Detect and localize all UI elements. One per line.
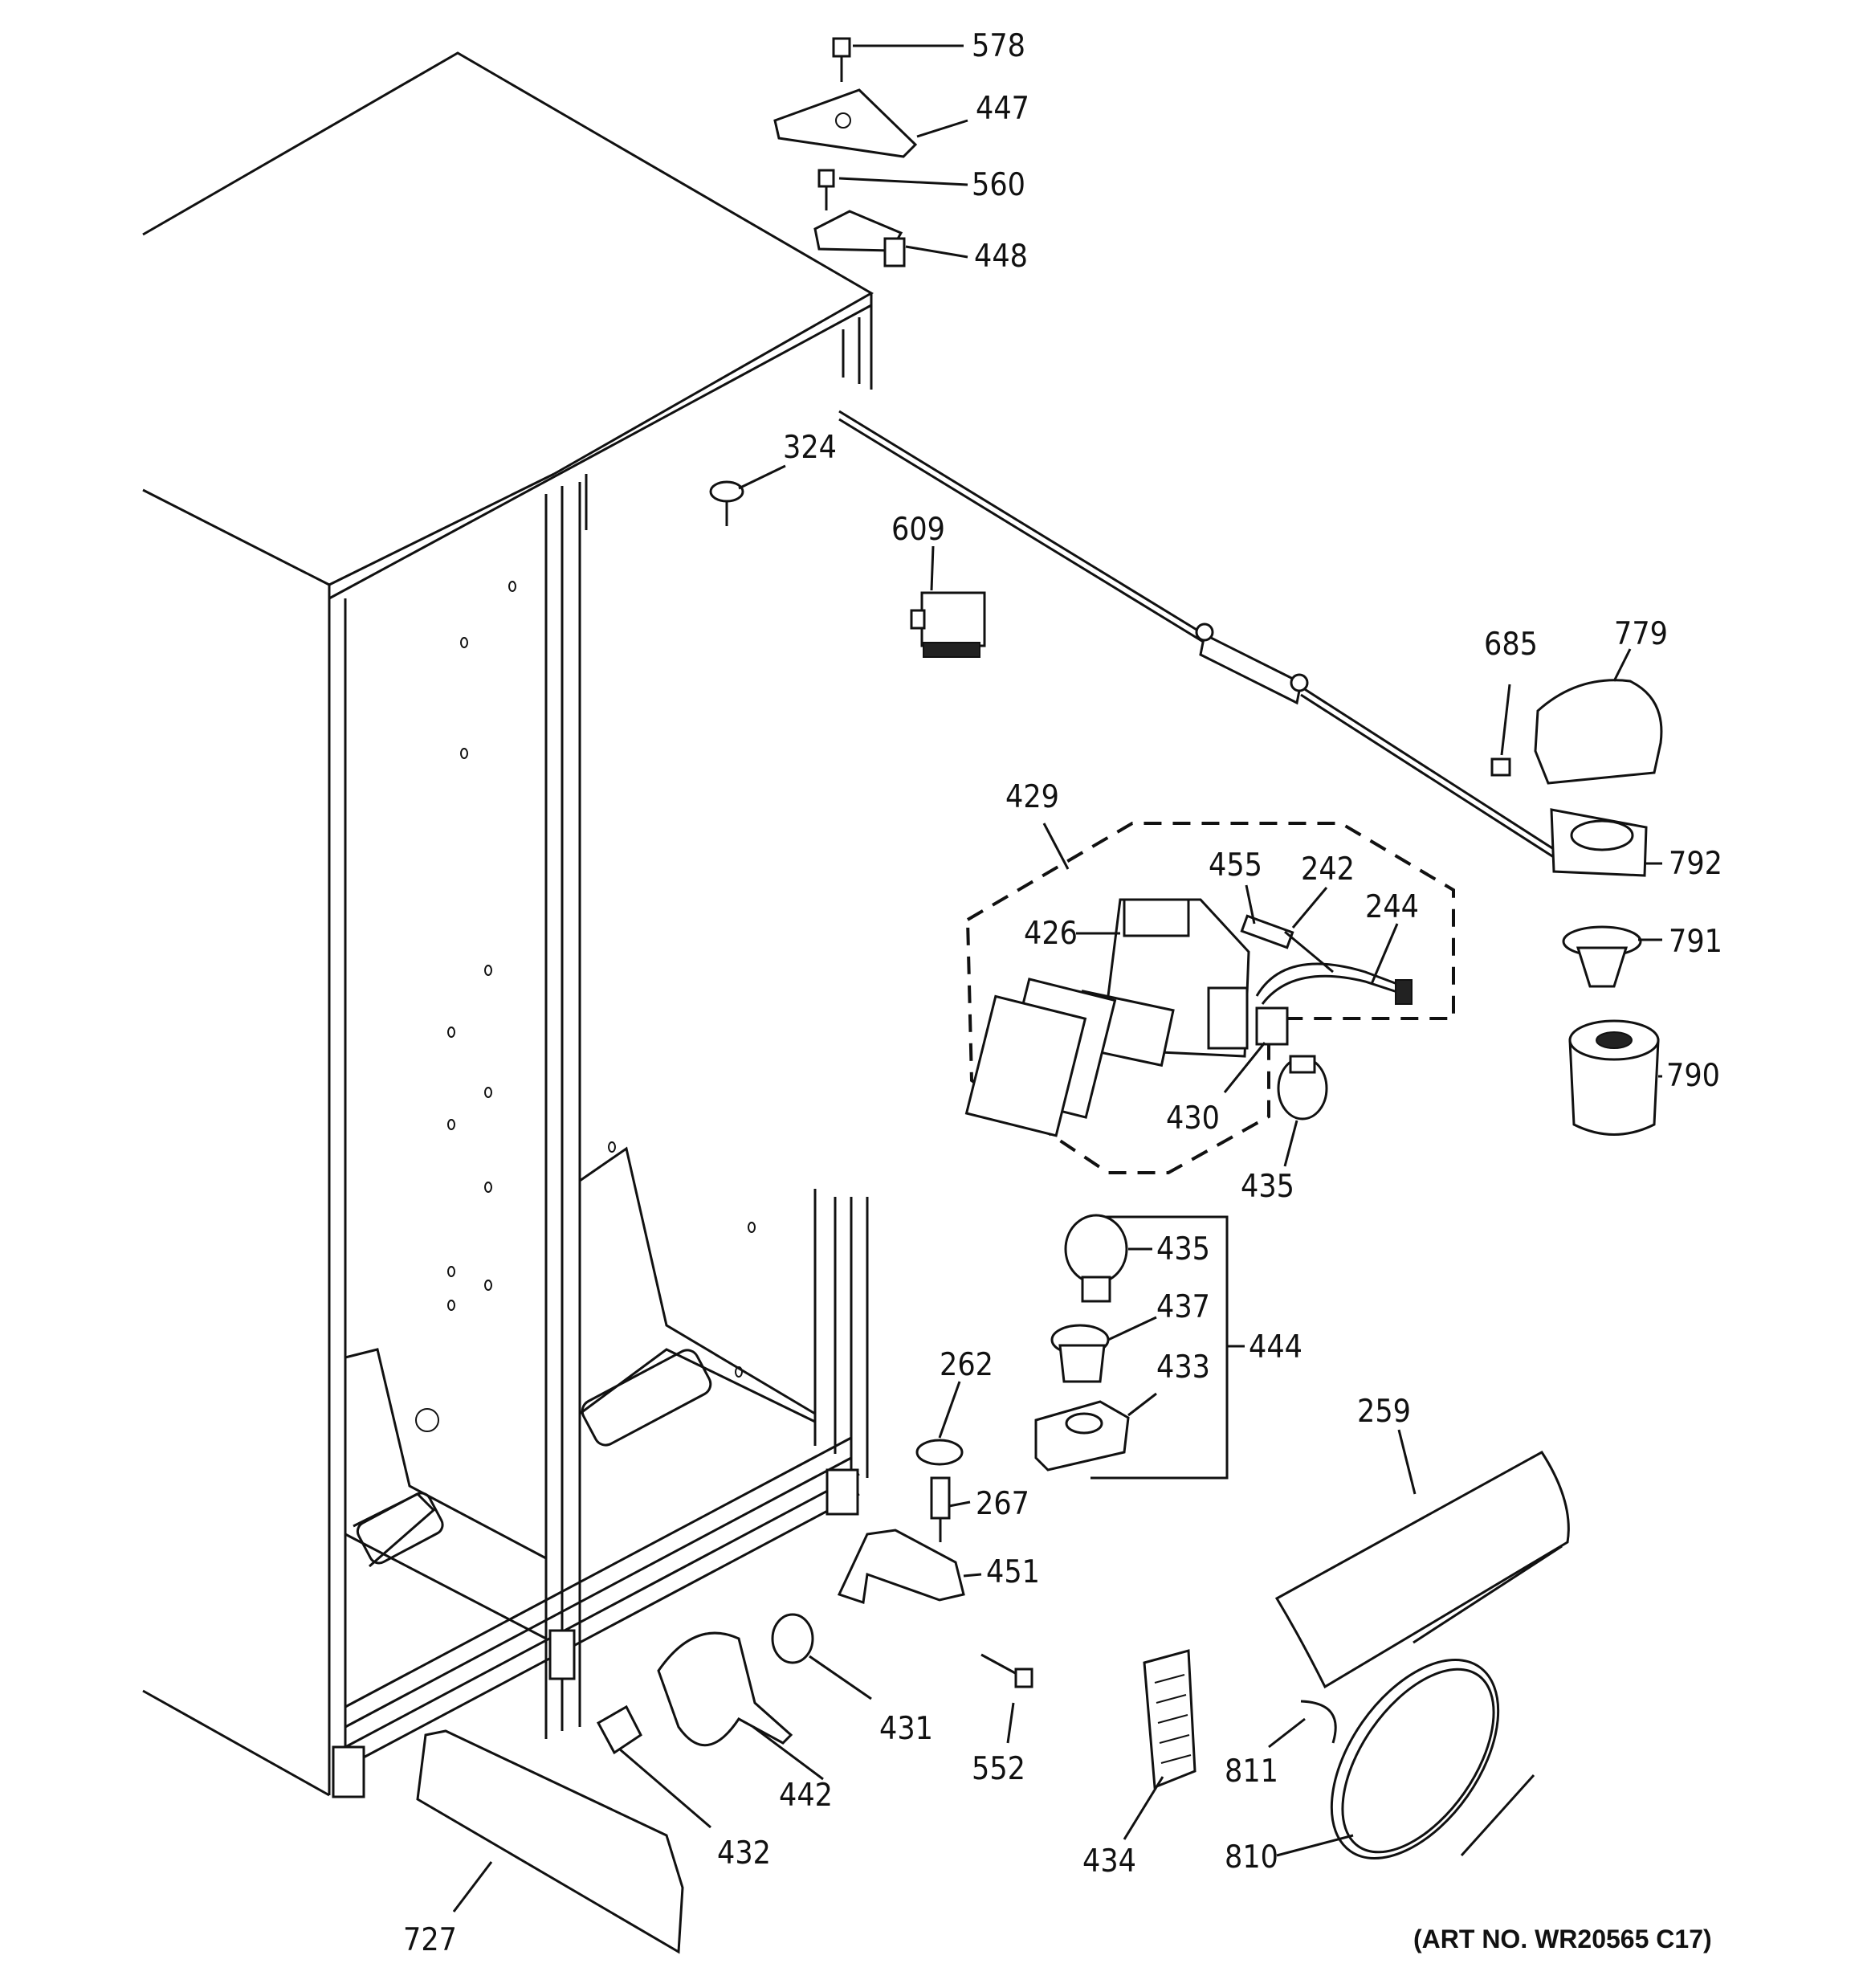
cam-262	[915, 1439, 964, 1466]
damper-442	[657, 1631, 793, 1747]
screw-552	[980, 1653, 1033, 1688]
leader-lines	[452, 44, 1662, 1912]
cover-259	[1274, 1451, 1570, 1689]
label-433: 433	[1156, 1349, 1210, 1386]
screw-685	[1490, 757, 1511, 777]
switch-609	[910, 591, 986, 658]
part-455	[1240, 914, 1294, 949]
label-431: 431	[879, 1711, 933, 1747]
label-324: 324	[783, 430, 837, 466]
label-437: 437	[1156, 1289, 1210, 1325]
screw-578	[832, 37, 851, 82]
label-426: 426	[1024, 916, 1078, 952]
socket-437	[1050, 1324, 1110, 1383]
label-790: 790	[1666, 1058, 1720, 1094]
label-429: 429	[1005, 779, 1059, 815]
label-262: 262	[940, 1347, 993, 1383]
label-242: 242	[1301, 851, 1355, 888]
label-451: 451	[986, 1554, 1040, 1590]
label-685: 685	[1484, 627, 1538, 663]
label-259: 259	[1357, 1394, 1411, 1430]
label-448: 448	[974, 239, 1028, 275]
label-811: 811	[1225, 1753, 1278, 1790]
label-432: 432	[717, 1835, 771, 1872]
tubing-coil-810	[1330, 1545, 1563, 1860]
label-435-upper: 435	[1241, 1169, 1294, 1205]
filter-cartridge-790	[1568, 1019, 1660, 1136]
label-792: 792	[1669, 846, 1722, 882]
label-791: 791	[1669, 924, 1722, 960]
bushing-431	[771, 1613, 814, 1664]
label-810: 810	[1225, 1839, 1278, 1876]
light-housing-433	[1034, 1400, 1130, 1472]
label-244: 244	[1365, 889, 1419, 925]
label-779: 779	[1614, 616, 1668, 652]
sleeve-432	[596, 1704, 642, 1755]
bypass-plug-791	[1562, 925, 1642, 988]
wire-harness-244	[1255, 962, 1398, 1005]
refrigerator-cabinet	[142, 51, 874, 1798]
clip-811	[1300, 1700, 1337, 1744]
label-727: 727	[403, 1922, 457, 1958]
screw-560	[817, 169, 835, 210]
bulb-435-upper	[1277, 1055, 1328, 1121]
art-number: (ART NO. WR20565 C17)	[1413, 1925, 1712, 1953]
label-560: 560	[972, 167, 1025, 203]
label-552: 552	[972, 1751, 1025, 1787]
filter-cover-779	[1534, 679, 1663, 785]
plug-button-324	[709, 480, 744, 526]
label-267: 267	[976, 1486, 1029, 1522]
water-tube	[838, 410, 1571, 869]
label-442: 442	[779, 1778, 833, 1814]
label-444: 444	[1249, 1329, 1302, 1365]
socket-430	[1255, 1006, 1289, 1046]
kickplate-727	[416, 1729, 684, 1954]
label-430: 430	[1166, 1100, 1220, 1137]
label-578: 578	[972, 28, 1025, 64]
bulb-435-lower	[1064, 1214, 1128, 1303]
bottom-hinge-451	[837, 1529, 965, 1604]
label-609: 609	[891, 512, 945, 548]
grille-434	[1143, 1649, 1196, 1790]
label-435-lower: 435	[1156, 1231, 1210, 1268]
label-447: 447	[976, 91, 1029, 127]
part-labels: 578 447 560 448 324 609 685 779 429 455 …	[403, 28, 1722, 1958]
cabinet-holes	[415, 581, 756, 1432]
label-455: 455	[1209, 847, 1262, 884]
label-434: 434	[1082, 1843, 1136, 1880]
filter-head-792	[1550, 808, 1648, 877]
hinge-cover-447	[773, 88, 918, 158]
pin-267	[930, 1476, 951, 1542]
control-housing-426	[964, 898, 1250, 1137]
